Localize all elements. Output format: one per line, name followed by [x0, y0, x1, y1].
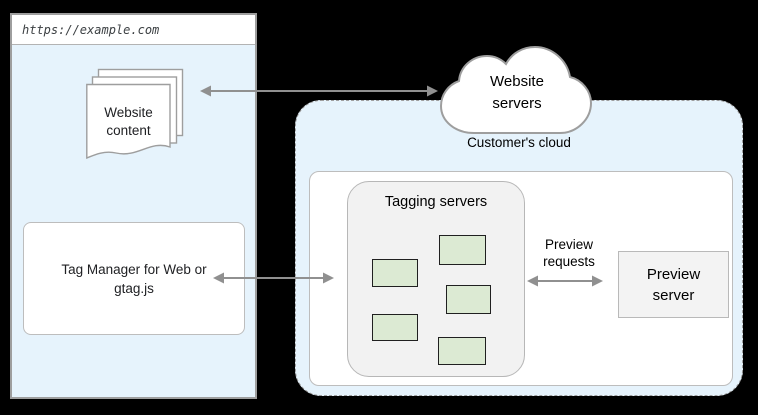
server-box	[439, 235, 486, 265]
cloud-inner-container: Tagging servers Preview requests Preview…	[309, 171, 733, 386]
tag-manager-box: Tag Manager for Web or gtag.js	[23, 222, 245, 335]
website-servers-label: Website servers	[490, 73, 544, 112]
server-box	[372, 314, 418, 341]
tag-manager-label: Tag Manager for Web or gtag.js	[61, 261, 207, 296]
url-text: https://example.com	[22, 22, 160, 37]
tagging-servers-label: Tagging servers	[384, 194, 488, 210]
website-content-pages: Website content	[86, 68, 184, 166]
tagging-servers-box: Tagging servers	[347, 181, 525, 377]
server-box	[446, 285, 491, 314]
website-content-label: Website content	[104, 105, 153, 138]
website-servers-cloud: Website servers	[432, 45, 602, 137]
preview-requests-label: Preview requests	[543, 237, 595, 269]
server-box	[438, 337, 486, 365]
server-box	[372, 259, 418, 287]
preview-server-label: Preview server	[646, 265, 701, 304]
customer-cloud-region: Customer's cloud Tagging servers Preview…	[295, 100, 743, 396]
preview-server-box: Preview server	[618, 251, 729, 318]
browser-url-bar: https://example.com	[12, 15, 255, 45]
cloud-icon	[439, 45, 593, 134]
pages-icon	[86, 68, 184, 160]
customer-cloud-label: Customer's cloud	[467, 135, 571, 150]
